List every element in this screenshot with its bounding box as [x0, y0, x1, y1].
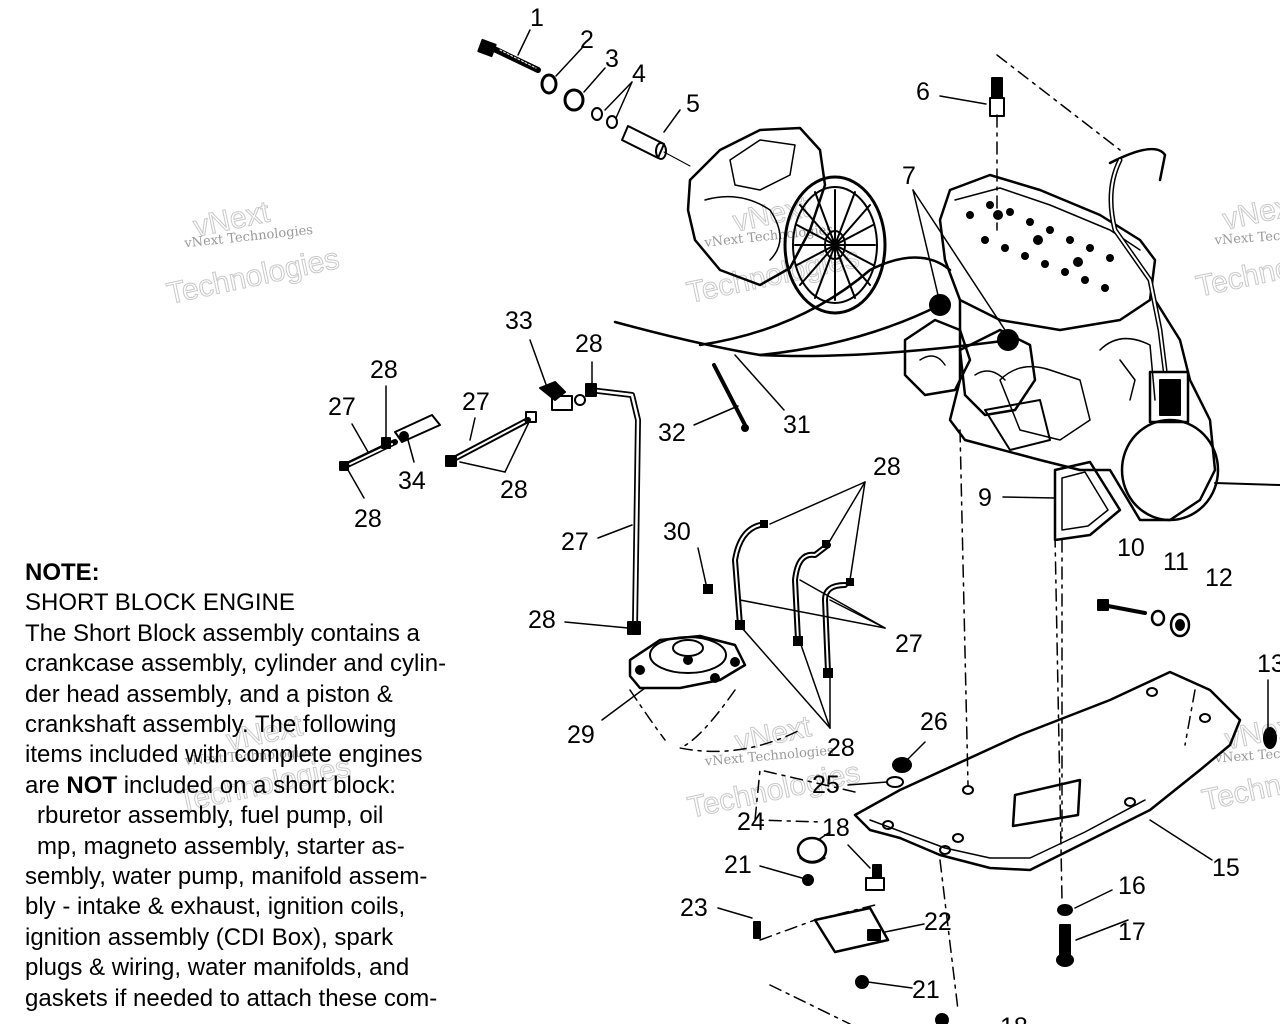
bolt-part-18-lower	[935, 1013, 949, 1024]
callout-18-upper: 18	[822, 814, 850, 842]
air-intake-part-9	[1053, 460, 1122, 542]
callout-32: 32	[658, 419, 686, 447]
callout-13: 13	[1257, 650, 1280, 678]
bolt-part-23	[753, 921, 761, 939]
engine-mount-plate-part-15	[853, 670, 1242, 872]
note-line-6: are NOT included on a short block:	[25, 771, 525, 801]
o-rings-part-4	[591, 107, 618, 129]
callout-26: 26	[920, 708, 948, 736]
callout-27-long-line: 27	[561, 528, 589, 556]
washer-part-2	[540, 73, 558, 95]
fuel-line-long-part-27	[585, 383, 641, 635]
assembly-leader-lines	[629, 54, 1196, 1024]
spacer-part-12	[1169, 612, 1191, 638]
fuel-pump-part-29	[628, 634, 747, 690]
callout-21-lower: 21	[912, 976, 940, 1004]
callout-17: 17	[1118, 918, 1146, 946]
note-heading: NOTE:	[25, 559, 100, 586]
callout-11: 11	[1163, 548, 1189, 576]
cable-tie-part-32	[712, 363, 749, 432]
callout-28-impulse-top: 28	[873, 453, 901, 481]
callout-2: 2	[580, 26, 594, 54]
callout-22: 22	[924, 908, 952, 936]
callout-18-lower: 18	[1000, 1013, 1028, 1024]
note-not-emphasis: NOT	[66, 771, 118, 799]
carburetor-assembly	[903, 294, 1051, 451]
callout-24: 24	[737, 808, 765, 836]
impulse-lines-part-27	[703, 520, 854, 678]
note-line-6-pre: are	[25, 771, 67, 799]
bolt-part-10	[1097, 599, 1147, 615]
grommet-part-26	[892, 757, 912, 773]
bolt-part-17	[1056, 924, 1074, 967]
fuel-filter-part-34	[339, 411, 537, 471]
throttle-cable-part-31	[613, 256, 1012, 358]
note-line-3: der head assembly, and a piston &	[25, 680, 393, 708]
watermark-left: vNext Technologies	[163, 195, 342, 311]
note-line-1: The Short Block assembly contains a	[25, 619, 420, 647]
svg-text:Technologies: Technologies	[164, 242, 342, 311]
callout-31: 31	[783, 411, 811, 439]
spark-plug-lead	[1108, 147, 1168, 373]
callout-28-filter-right: 28	[500, 476, 528, 504]
short-block-note: NOTE: SHORT BLOCK ENGINE The Short Block…	[25, 558, 525, 1014]
bolt-part-1	[477, 38, 541, 73]
cap-part-24	[796, 836, 828, 864]
sleeve-part-5	[621, 125, 691, 167]
note-line-4: crankshaft assembly. The following	[25, 711, 397, 739]
callout-3: 3	[605, 45, 619, 73]
drive-clutch	[686, 126, 887, 315]
washer-part-16	[1057, 904, 1073, 916]
callout-6: 6	[916, 78, 930, 106]
note-line-2: crankcase assembly, cylinder and cylin-	[25, 650, 447, 678]
callout-25: 25	[812, 771, 840, 799]
callout-10: 10	[1117, 534, 1145, 562]
callout-21-upper: 21	[724, 851, 752, 879]
nut-part-21-lower	[855, 975, 869, 989]
callout-15: 15	[1212, 854, 1240, 882]
bushing-part-3	[563, 88, 585, 112]
note-line-13: gaskets if needed to attach these com-	[25, 984, 438, 1012]
stud-part-18	[865, 864, 885, 891]
callout-7: 7	[902, 162, 916, 190]
callout-leaders	[347, 29, 1269, 989]
callout-28-valve: 28	[575, 330, 603, 358]
callout-29: 29	[567, 721, 595, 749]
callout-9: 9	[978, 484, 992, 512]
callout-16: 16	[1118, 872, 1146, 900]
note-line-8: mp, magneto assembly, starter as-	[37, 832, 405, 860]
note-line-7: rburetor assembly, fuel pump, oil	[37, 802, 384, 830]
spark-plug-part-6	[989, 77, 1005, 117]
callout-numbers: 1 2 3 4 5 6 7 9 10 11 12 13 15 16 17 18 …	[328, 4, 1280, 1024]
callout-28-filter-top: 28	[370, 356, 398, 384]
callout-4: 4	[632, 60, 646, 88]
nut-part-21-upper	[802, 874, 814, 886]
note-line-10: bly - intake & exhaust, ignition coils,	[25, 893, 406, 921]
bracket-part-22	[813, 906, 890, 954]
washer-part-11	[1150, 609, 1166, 627]
callout-5: 5	[686, 90, 700, 118]
callout-28-filter-bottom: 28	[354, 505, 382, 533]
washer-part-25	[886, 776, 904, 788]
callout-30: 30	[663, 518, 691, 546]
bolt-part-13	[1263, 727, 1277, 749]
note-line-5: items included with complete engines	[25, 741, 423, 769]
callout-12: 12	[1205, 564, 1233, 592]
note-line-6-post: included on a short block:	[117, 771, 396, 799]
callout-34: 34	[398, 467, 426, 495]
callout-27-filter-right: 27	[462, 388, 490, 416]
callout-27-filter-left: 27	[328, 393, 356, 421]
callout-28-pump: 28	[528, 606, 556, 634]
callout-33: 33	[505, 307, 533, 335]
callout-23: 23	[680, 894, 708, 922]
callout-27-impulse: 27	[895, 630, 923, 658]
callout-28-impulse-bottom: 28	[827, 734, 855, 762]
note-line-12: plugs & wiring, water manifolds, and	[25, 954, 410, 982]
callout-1: 1	[530, 4, 544, 32]
note-line-9: sembly, water pump, manifold assem-	[25, 863, 428, 891]
note-subheading: SHORT BLOCK ENGINE	[25, 589, 295, 617]
note-line-11: ignition assembly (CDI Box), spark	[25, 923, 394, 951]
